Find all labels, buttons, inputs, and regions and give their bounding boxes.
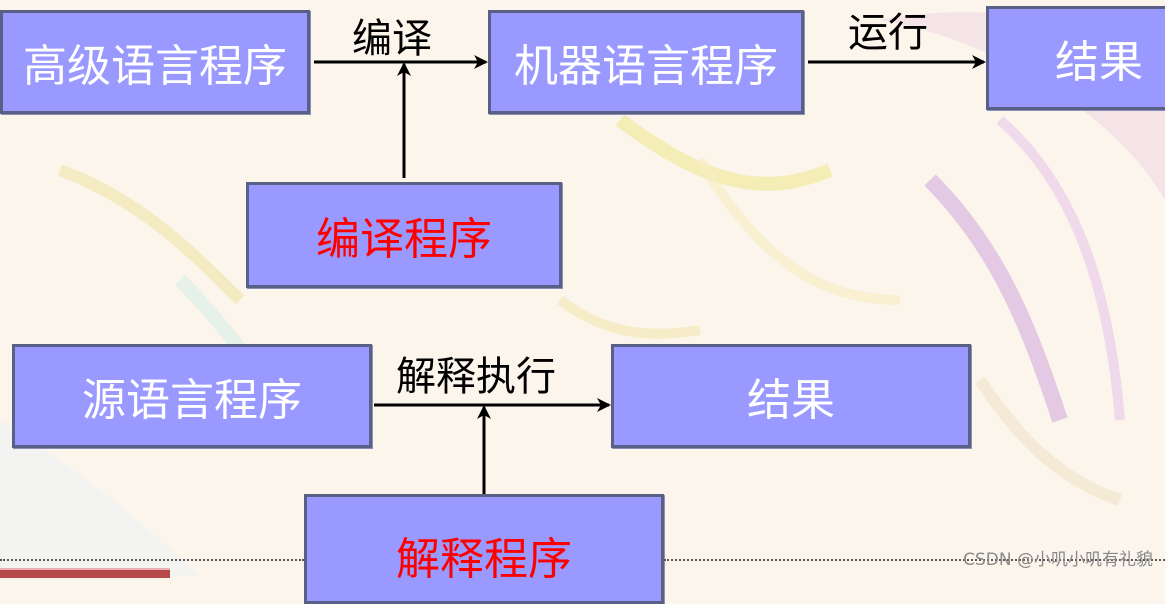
- slide-footer-tab: [0, 568, 170, 578]
- footer-divider-right: [664, 559, 1165, 561]
- compile-edge-label: 编译: [352, 16, 432, 62]
- compiler-program-box: 编译程序: [246, 182, 562, 288]
- compile-result-box: 结果: [986, 6, 1165, 110]
- machine-language-program-label: 机器语言程序: [514, 41, 778, 92]
- compile-result-label: 结果: [1055, 37, 1143, 88]
- interpret-result-label: 结果: [747, 375, 835, 426]
- machine-language-program-box: 机器语言程序: [488, 10, 804, 114]
- source-language-program-label: 源语言程序: [82, 375, 302, 426]
- compiler-program-label: 编译程序: [316, 214, 492, 265]
- csdn-watermark: CSDN @小叽小叽有礼貌: [963, 550, 1153, 570]
- source-language-program-box: 源语言程序: [12, 344, 372, 448]
- footer-divider-left: [0, 559, 304, 561]
- high-level-language-program-box: 高级语言程序: [0, 10, 310, 114]
- run-edge-label: 运行: [848, 10, 928, 56]
- interpret-execute-edge-label: 解释执行: [396, 354, 556, 400]
- flow-arrows: [314, 55, 986, 494]
- interpret-result-box: 结果: [611, 344, 971, 448]
- high-level-language-program-label: 高级语言程序: [23, 41, 287, 92]
